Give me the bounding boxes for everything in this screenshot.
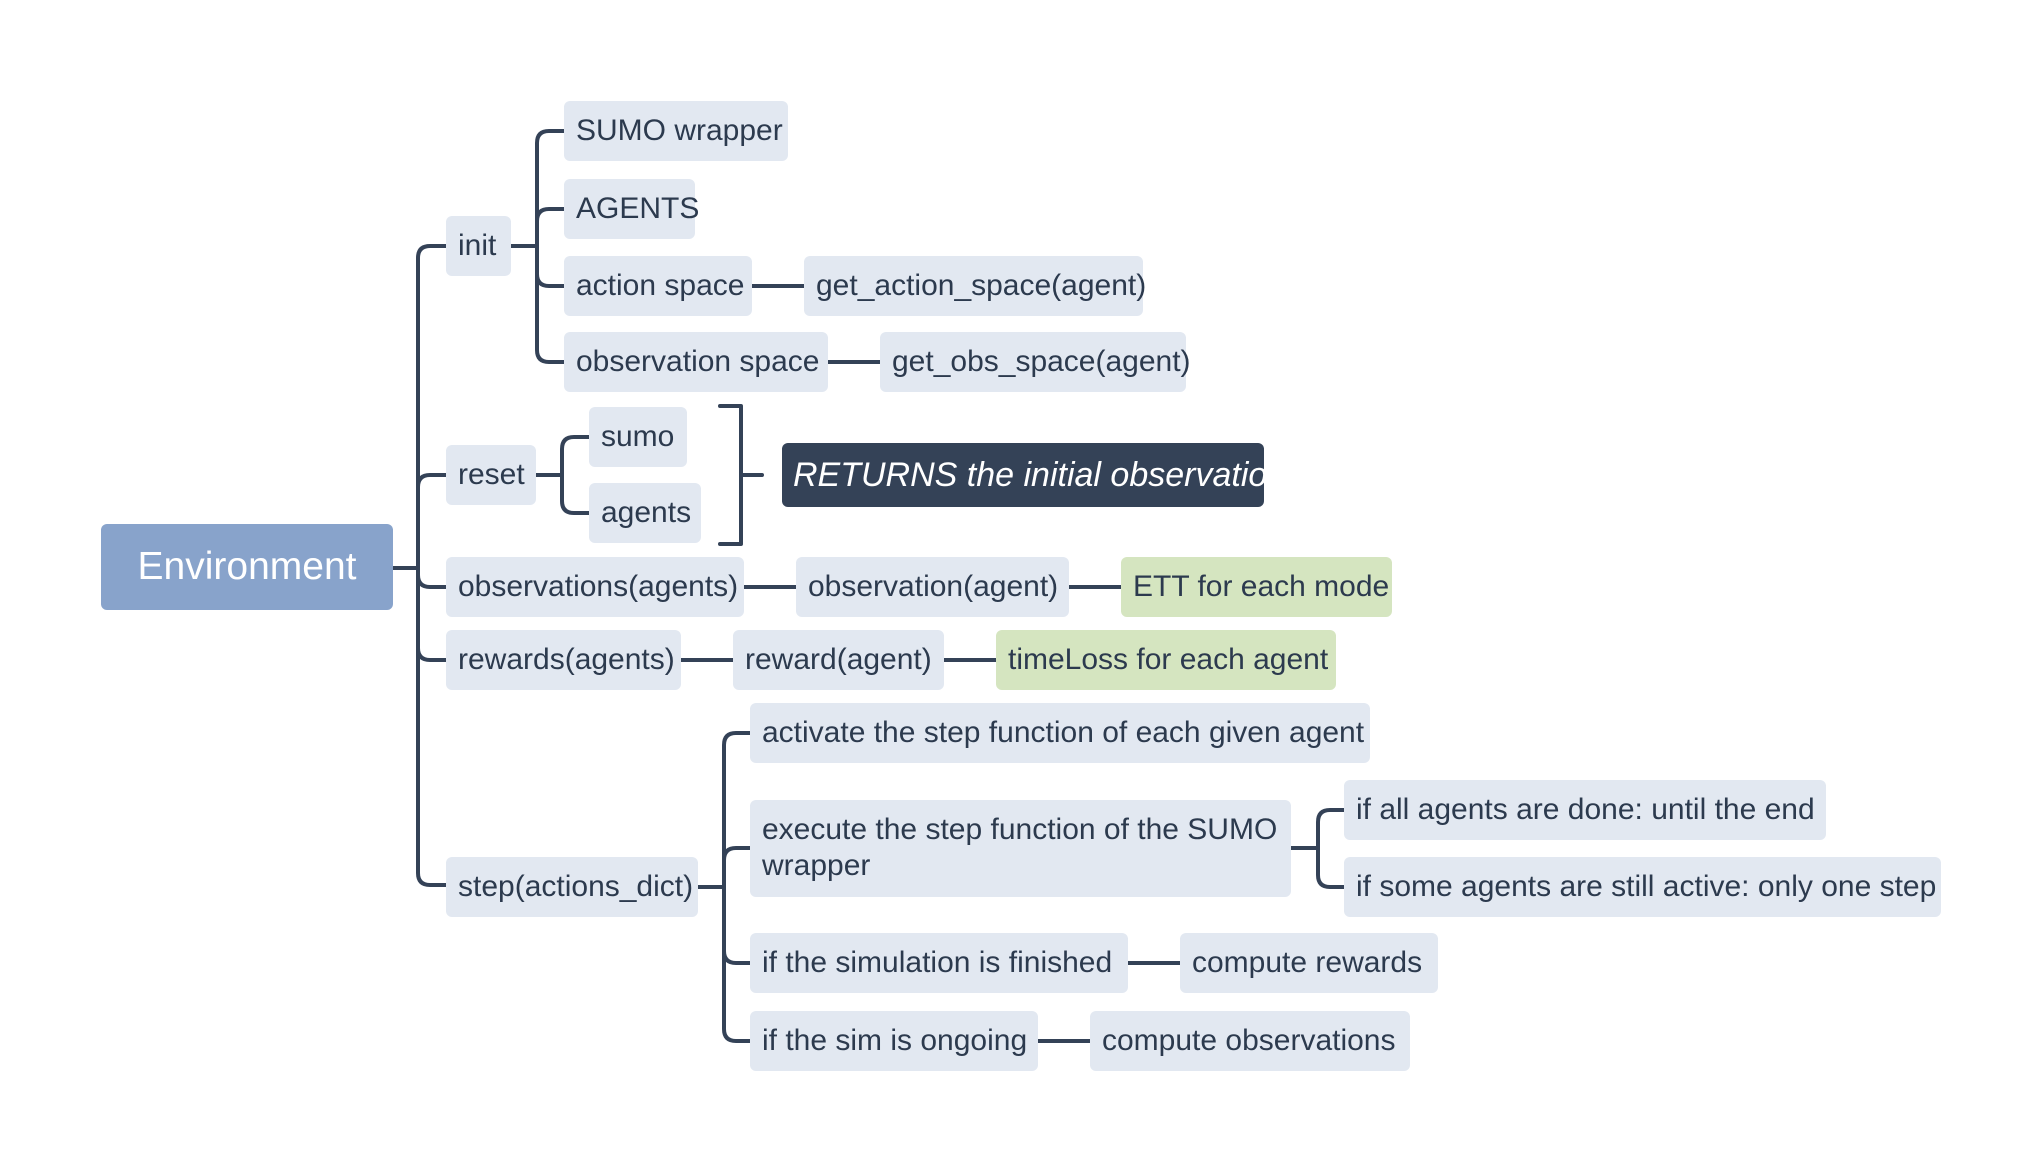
- execute-branch-spine: [1316, 808, 1346, 889]
- node-simulation-finished[interactable]: if the simulation is finished: [750, 933, 1128, 993]
- node-returns-initial-observations[interactable]: RETURNS the initial observations: [782, 443, 1303, 507]
- reset-summary-bracket: [718, 404, 764, 546]
- node-reset-sumo[interactable]: sumo: [589, 407, 687, 467]
- init-branch-spine: [535, 129, 566, 364]
- node-execute-step-function[interactable]: execute the step function of the SUMO wr…: [750, 800, 1291, 897]
- node-get-action-space[interactable]: get_action_space(agent): [804, 256, 1146, 316]
- node-activate-step-function[interactable]: activate the step function of each given…: [750, 703, 1370, 763]
- node-action-space[interactable]: action space: [564, 256, 752, 316]
- node-get-obs-space[interactable]: get_obs_space(agent): [880, 332, 1191, 392]
- node-timeloss-for-each-agent[interactable]: timeLoss for each agent: [996, 630, 1336, 690]
- node-init[interactable]: init: [446, 216, 511, 276]
- init-to-action-space: [535, 272, 566, 288]
- node-compute-observations[interactable]: compute observations: [1090, 1011, 1410, 1071]
- reset-branch-spine: [560, 435, 591, 515]
- node-some-agents-active[interactable]: if some agents are still active: only on…: [1344, 857, 1941, 917]
- root-to-observations: [416, 573, 448, 589]
- root-to-rewards: [416, 646, 448, 662]
- node-observation-agent[interactable]: observation(agent): [796, 557, 1069, 617]
- step-branch-spine: [722, 731, 752, 1043]
- node-ett-for-each-mode[interactable]: ETT for each mode: [1121, 557, 1392, 617]
- step-to-sim-finished: [722, 949, 752, 965]
- node-compute-rewards[interactable]: compute rewards: [1180, 933, 1438, 993]
- node-rewards-agents[interactable]: rewards(agents): [446, 630, 681, 690]
- node-all-agents-done[interactable]: if all agents are done: until the end: [1344, 780, 1826, 840]
- root-to-reset: [416, 473, 448, 489]
- node-step-actions-dict[interactable]: step(actions_dict): [446, 857, 698, 917]
- node-agents-upper[interactable]: AGENTS: [564, 179, 699, 239]
- node-sim-ongoing[interactable]: if the sim is ongoing: [750, 1011, 1038, 1071]
- node-sumo-wrapper[interactable]: SUMO wrapper: [564, 101, 788, 161]
- node-observations-agents[interactable]: observations(agents): [446, 557, 744, 617]
- node-reset-agents[interactable]: agents: [589, 483, 701, 543]
- step-to-execute: [722, 846, 752, 862]
- root-node-environment[interactable]: Environment: [101, 524, 393, 610]
- init-to-agents: [535, 207, 566, 223]
- node-reward-agent[interactable]: reward(agent): [733, 630, 944, 690]
- node-observation-space[interactable]: observation space: [564, 332, 828, 392]
- node-reset[interactable]: reset: [446, 445, 536, 505]
- root-branch-spine: [416, 244, 448, 887]
